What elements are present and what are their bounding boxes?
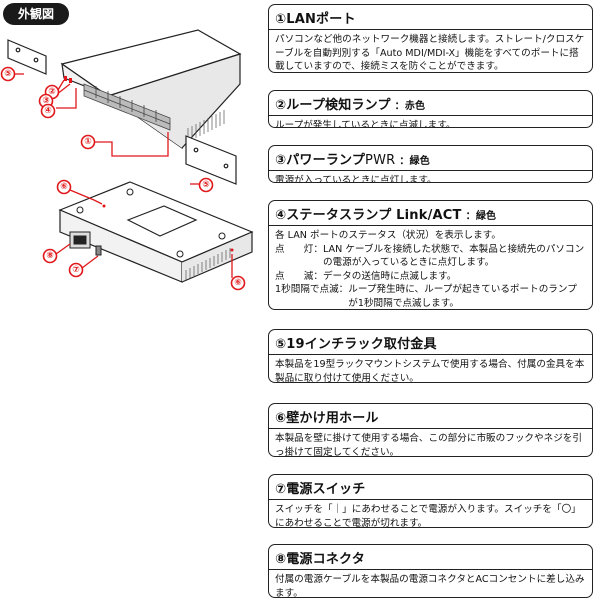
section-power-lamp: ③パワーランプPWR：緑色 電源が入っているときに点灯します。 [268, 145, 593, 183]
callout-5b: ⑤ [198, 177, 214, 193]
callout-5a: ⑤ [0, 66, 16, 82]
section-lan-port: ①LANポート パソコンなど他のネットワーク機器と接続します。ストレート/クロス… [268, 4, 593, 73]
status-item-loop: 1秒間隔で点滅：ループ発生時に、ループが起きているポートのランプが1秒間隔で点滅… [275, 284, 577, 309]
callout-6a: ⑥ [56, 179, 72, 195]
callout-6b: ⑥ [230, 275, 246, 291]
callout-markers: ⑤ ② ③ ④ ① ⑤ ⑥ ⑧ ⑦ ⑥ [0, 66, 246, 291]
svg-text:⑧: ⑧ [46, 251, 54, 261]
svg-text:⑤: ⑤ [4, 69, 12, 79]
section-wall-hole: ⑥壁かけ用ホール 本製品を壁に掛けて使用する場合、この部分に市販のフックやネジを… [268, 403, 593, 457]
product-diagram: ⑤ ② ③ ④ ① ⑤ ⑥ ⑧ ⑦ ⑥ [0, 29, 254, 291]
bottom-vents [185, 248, 231, 280]
status-item-on: 点 灯：LAN ケーブルを接続した状態で、本製品と接続先のパソコンの電源が入って… [275, 243, 585, 269]
svg-text:⑥: ⑥ [60, 182, 68, 192]
section-body: 付属の電源ケーブルを本製品の電源コネクタとACコンセントに差し込みます。 [275, 574, 585, 598]
bottom-view-switch [58, 181, 254, 283]
svg-text:④: ④ [44, 106, 52, 116]
section-title: ①LANポート [269, 5, 592, 30]
power-switch [95, 245, 102, 256]
svg-text:②: ② [48, 87, 56, 97]
section-power-connector: ⑧電源コネクタ 付属の電源ケーブルを本製品の電源コネクタとACコンセントに差し込… [268, 544, 593, 598]
section-body: ループが発生しているときに点滅します。 [275, 120, 456, 128]
side-vents [187, 110, 225, 142]
callout-8: ⑧ [42, 248, 58, 264]
svg-text:③: ③ [42, 96, 50, 106]
section-title: ④ステータスランプ Link/ACT：緑色 [269, 201, 592, 226]
lan-ports [83, 83, 171, 131]
wall-mount-holes [102, 204, 234, 252]
svg-text:①: ① [84, 137, 92, 147]
leader-lines-bottom [55, 189, 233, 278]
section-title: ⑥壁かけ用ホール [269, 404, 592, 429]
section-status-lamp: ④ステータスランプ Link/ACT：緑色 各 LAN ポートのステータス（状況… [268, 200, 593, 310]
section-title: ⑦電源スイッチ [269, 475, 592, 500]
callout-4: ④ [40, 103, 56, 119]
section-loop-lamp: ②ループ検知ランプ：赤色 ループが発生しているときに点滅します。 [268, 90, 593, 128]
status-intro: 各 LAN ポートのステータス（状況）を表示します。 [275, 230, 501, 241]
svg-text:⑥: ⑥ [234, 278, 242, 288]
section-body: 各 LAN ポートのステータス（状況）を表示します。 点 灯：LAN ケーブルを… [269, 226, 592, 309]
section-body: 本製品を19型ラックマウントシステムで使用する場合、付属の金具を本製品に取り付け… [275, 359, 585, 383]
section-title: ⑤19インチラック取付金具 [269, 330, 592, 355]
bottom-feet [76, 188, 226, 258]
svg-text:⑤: ⑤ [202, 180, 210, 190]
section-rack-bracket: ⑤19インチラック取付金具 本製品を19型ラックマウントシステムで使用する場合、… [268, 329, 593, 383]
rack-bracket-right [185, 135, 237, 185]
section-body: スイッチを「｜」にあわせることで電源が入ります。スイッチを「〇」にあわせることで… [275, 504, 581, 528]
rack-bracket-left [7, 39, 47, 75]
status-leds [64, 76, 72, 83]
section-body: 本製品を壁に掛けて使用する場合、この部分に市販のフックやネジを引っ掛けて固定して… [275, 433, 582, 457]
leader-lines-front [14, 73, 200, 185]
section-power-switch: ⑦電源スイッチ スイッチを「｜」にあわせることで電源が入ります。スイッチを「〇」… [268, 474, 593, 528]
section-title: ⑧電源コネクタ [269, 545, 592, 570]
section-title: ②ループ検知ランプ：赤色 [269, 91, 592, 116]
power-connector [69, 231, 91, 249]
section-title: ③パワーランプPWR：緑色 [269, 146, 592, 171]
callout-7: ⑦ [68, 262, 84, 278]
status-item-blink: 点 滅：データの送信時に点滅します。 [275, 270, 457, 282]
front-view-switch [60, 29, 242, 150]
section-tag: 外観図 [3, 3, 69, 25]
section-body: パソコンなど他のネットワーク機器と接続します。ストレート/クロスケーブルを自動判… [275, 34, 585, 72]
section-body: 電源が入っているときに点灯します。 [275, 175, 437, 183]
svg-text:⑦: ⑦ [72, 265, 80, 275]
callout-1: ① [80, 134, 96, 150]
